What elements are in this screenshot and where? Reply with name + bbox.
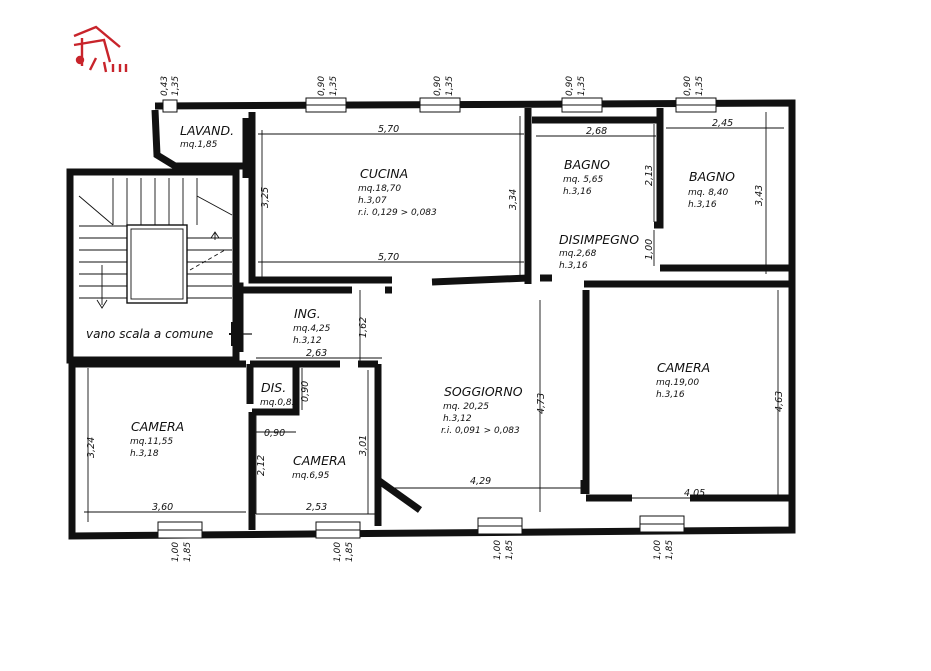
- window-labels: 0,43 1,35 0,90 1,35 0,90 1,35 0,90 1,35 …: [160, 76, 705, 562]
- window-label-top-1: 0,43: [160, 76, 170, 96]
- room-label-soggiorno: SOGGIORNO mq. 20,25 h.3,12 r.i. 0,091 > …: [441, 384, 523, 436]
- svg-text:BAGNO: BAGNO: [564, 157, 610, 172]
- dim-cucina-left: 3,25: [260, 187, 271, 208]
- bottom-windows: [157, 515, 685, 539]
- room-label-lavanderia: LAVAND. mq.1,85: [180, 123, 234, 150]
- svg-text:ING.: ING.: [294, 306, 321, 321]
- svg-text:h.3,07: h.3,07: [358, 196, 387, 206]
- window-label-bottom-1-h: 1,85: [183, 542, 193, 562]
- dim-cucina-top: 5,70: [378, 124, 399, 135]
- svg-text:mq.2,68: mq.2,68: [559, 249, 597, 259]
- room-label-bagno-1: BAGNO mq. 5,65 h.3,16: [563, 157, 610, 197]
- window-label-top-4-h: 1,35: [577, 76, 587, 96]
- svg-text:mq.0,85: mq.0,85: [260, 398, 298, 408]
- room-label-cucina: CUCINA mq.18,70 h.3,07 r.i. 0,129 > 0,08…: [358, 166, 437, 218]
- svg-text:mq.19,00: mq.19,00: [656, 378, 699, 388]
- dim-camera2-right: 3,01: [358, 435, 369, 456]
- svg-text:mq.6,95: mq.6,95: [292, 471, 330, 481]
- svg-text:mq.4,25: mq.4,25: [293, 324, 331, 334]
- dimension-lines: [84, 112, 786, 522]
- dim-bagno2-top: 2,45: [712, 118, 733, 129]
- dimension-labels: 5,70 3,25 3,34 5,70 2,68 2,13 1,00 2,45 …: [86, 118, 785, 513]
- window-label-top-1-h: 1,35: [171, 76, 181, 96]
- svg-text:h.3,12: h.3,12: [443, 414, 472, 424]
- window-label-top-4: 0,90: [565, 76, 575, 96]
- svg-text:mq.18,70: mq.18,70: [358, 184, 401, 194]
- svg-text:mq.1,85: mq.1,85: [180, 140, 218, 150]
- svg-text:DISIMPEGNO: DISIMPEGNO: [559, 232, 639, 247]
- window-label-bottom-3: 1,00: [493, 540, 503, 560]
- dim-bagno1-top: 2,68: [586, 126, 607, 137]
- dim-camera2-left: 2,12: [256, 455, 267, 476]
- svg-text:h.3,16: h.3,16: [656, 390, 685, 400]
- svg-text:LAVAND.: LAVAND.: [180, 123, 234, 138]
- dim-cucina-bottom: 5,70: [378, 252, 399, 263]
- dim-camera3-right: 4,63: [774, 391, 785, 412]
- window-label-bottom-2: 1,00: [333, 542, 343, 562]
- room-label-dis: DIS. mq.0,85: [260, 380, 298, 408]
- dim-camera1-bottom: 3,60: [152, 502, 173, 513]
- svg-text:CAMERA: CAMERA: [131, 419, 184, 434]
- window-label-bottom-3-h: 1,85: [505, 540, 515, 560]
- room-label-camera-3: CAMERA mq.19,00 h.3,16: [656, 360, 710, 400]
- window-label-bottom-4-h: 1,85: [665, 540, 675, 560]
- svg-text:h.3,18: h.3,18: [130, 449, 159, 459]
- svg-text:r.i. 0,129 > 0,083: r.i. 0,129 > 0,083: [358, 208, 437, 218]
- svg-text:h.3,16: h.3,16: [563, 187, 592, 197]
- dim-dis-horiz: 0,90: [264, 428, 285, 439]
- dim-bagno2-right: 3,43: [754, 185, 765, 206]
- dim-camera1-left: 3,24: [86, 437, 97, 458]
- room-label-disimpegno: DISIMPEGNO mq.2,68 h.3,16: [559, 232, 639, 271]
- svg-text:h.3,16: h.3,16: [559, 261, 588, 271]
- window-label-bottom-2-h: 1,85: [345, 542, 355, 562]
- dim-soggiorno-vert: 4,73: [536, 393, 547, 414]
- room-label-camera-1: CAMERA mq.11,55 h.3,18: [130, 419, 184, 459]
- dim-camera3-bottom: 4,05: [684, 488, 705, 499]
- svg-text:CAMERA: CAMERA: [657, 360, 710, 375]
- top-windows: [162, 97, 717, 113]
- svg-text:h.3,16: h.3,16: [688, 200, 717, 210]
- window-label-top-3-h: 1,35: [445, 76, 455, 96]
- window-label-bottom-4: 1,00: [653, 540, 663, 560]
- dim-camera2-bottom: 2,53: [306, 502, 327, 513]
- window-label-top-5: 0,90: [683, 76, 693, 96]
- svg-text:mq.11,55: mq.11,55: [130, 437, 173, 447]
- dim-cucina-right: 3,34: [508, 189, 519, 210]
- agency-logo: [73, 25, 128, 73]
- svg-text:DIS.: DIS.: [261, 380, 286, 395]
- dim-ing-right: 1,62: [358, 317, 369, 338]
- window-label-top-2-h: 1,35: [329, 76, 339, 96]
- window-label-top-5-h: 1,35: [695, 76, 705, 96]
- svg-text:mq. 20,25: mq. 20,25: [443, 402, 489, 412]
- svg-text:mq. 8,40: mq. 8,40: [688, 188, 729, 198]
- stair-label: vano scala a comune: [86, 327, 213, 341]
- dim-bagno1-right: 2,13: [644, 165, 655, 186]
- room-label-ingresso: ING. mq.4,25 h.3,12: [293, 306, 331, 346]
- svg-text:SOGGIORNO: SOGGIORNO: [444, 384, 523, 399]
- dim-ing-bottom: 2,63: [306, 348, 327, 359]
- dim-soggiorno-bottom: 4,29: [470, 476, 491, 487]
- svg-text:mq. 5,65: mq. 5,65: [563, 175, 604, 185]
- dim-dis-vert: 0,90: [300, 381, 311, 402]
- stairwell: vano scala a comune: [66, 168, 252, 364]
- svg-text:CUCINA: CUCINA: [360, 166, 408, 181]
- dim-disimp-right: 1,00: [644, 239, 655, 260]
- room-label-camera-2: CAMERA mq.6,95: [292, 453, 346, 481]
- window-label-top-3: 0,90: [433, 76, 443, 96]
- exterior-walls: [68, 99, 796, 540]
- svg-text:CAMERA: CAMERA: [293, 453, 346, 468]
- room-label-bagno-2: BAGNO mq. 8,40 h.3,16: [688, 169, 735, 210]
- window-label-top-2: 0,90: [317, 76, 327, 96]
- window-label-bottom-1: 1,00: [171, 542, 181, 562]
- svg-text:r.i. 0,091 > 0,083: r.i. 0,091 > 0,083: [441, 426, 520, 436]
- svg-text:h.3,12: h.3,12: [293, 336, 322, 346]
- svg-text:BAGNO: BAGNO: [689, 169, 735, 184]
